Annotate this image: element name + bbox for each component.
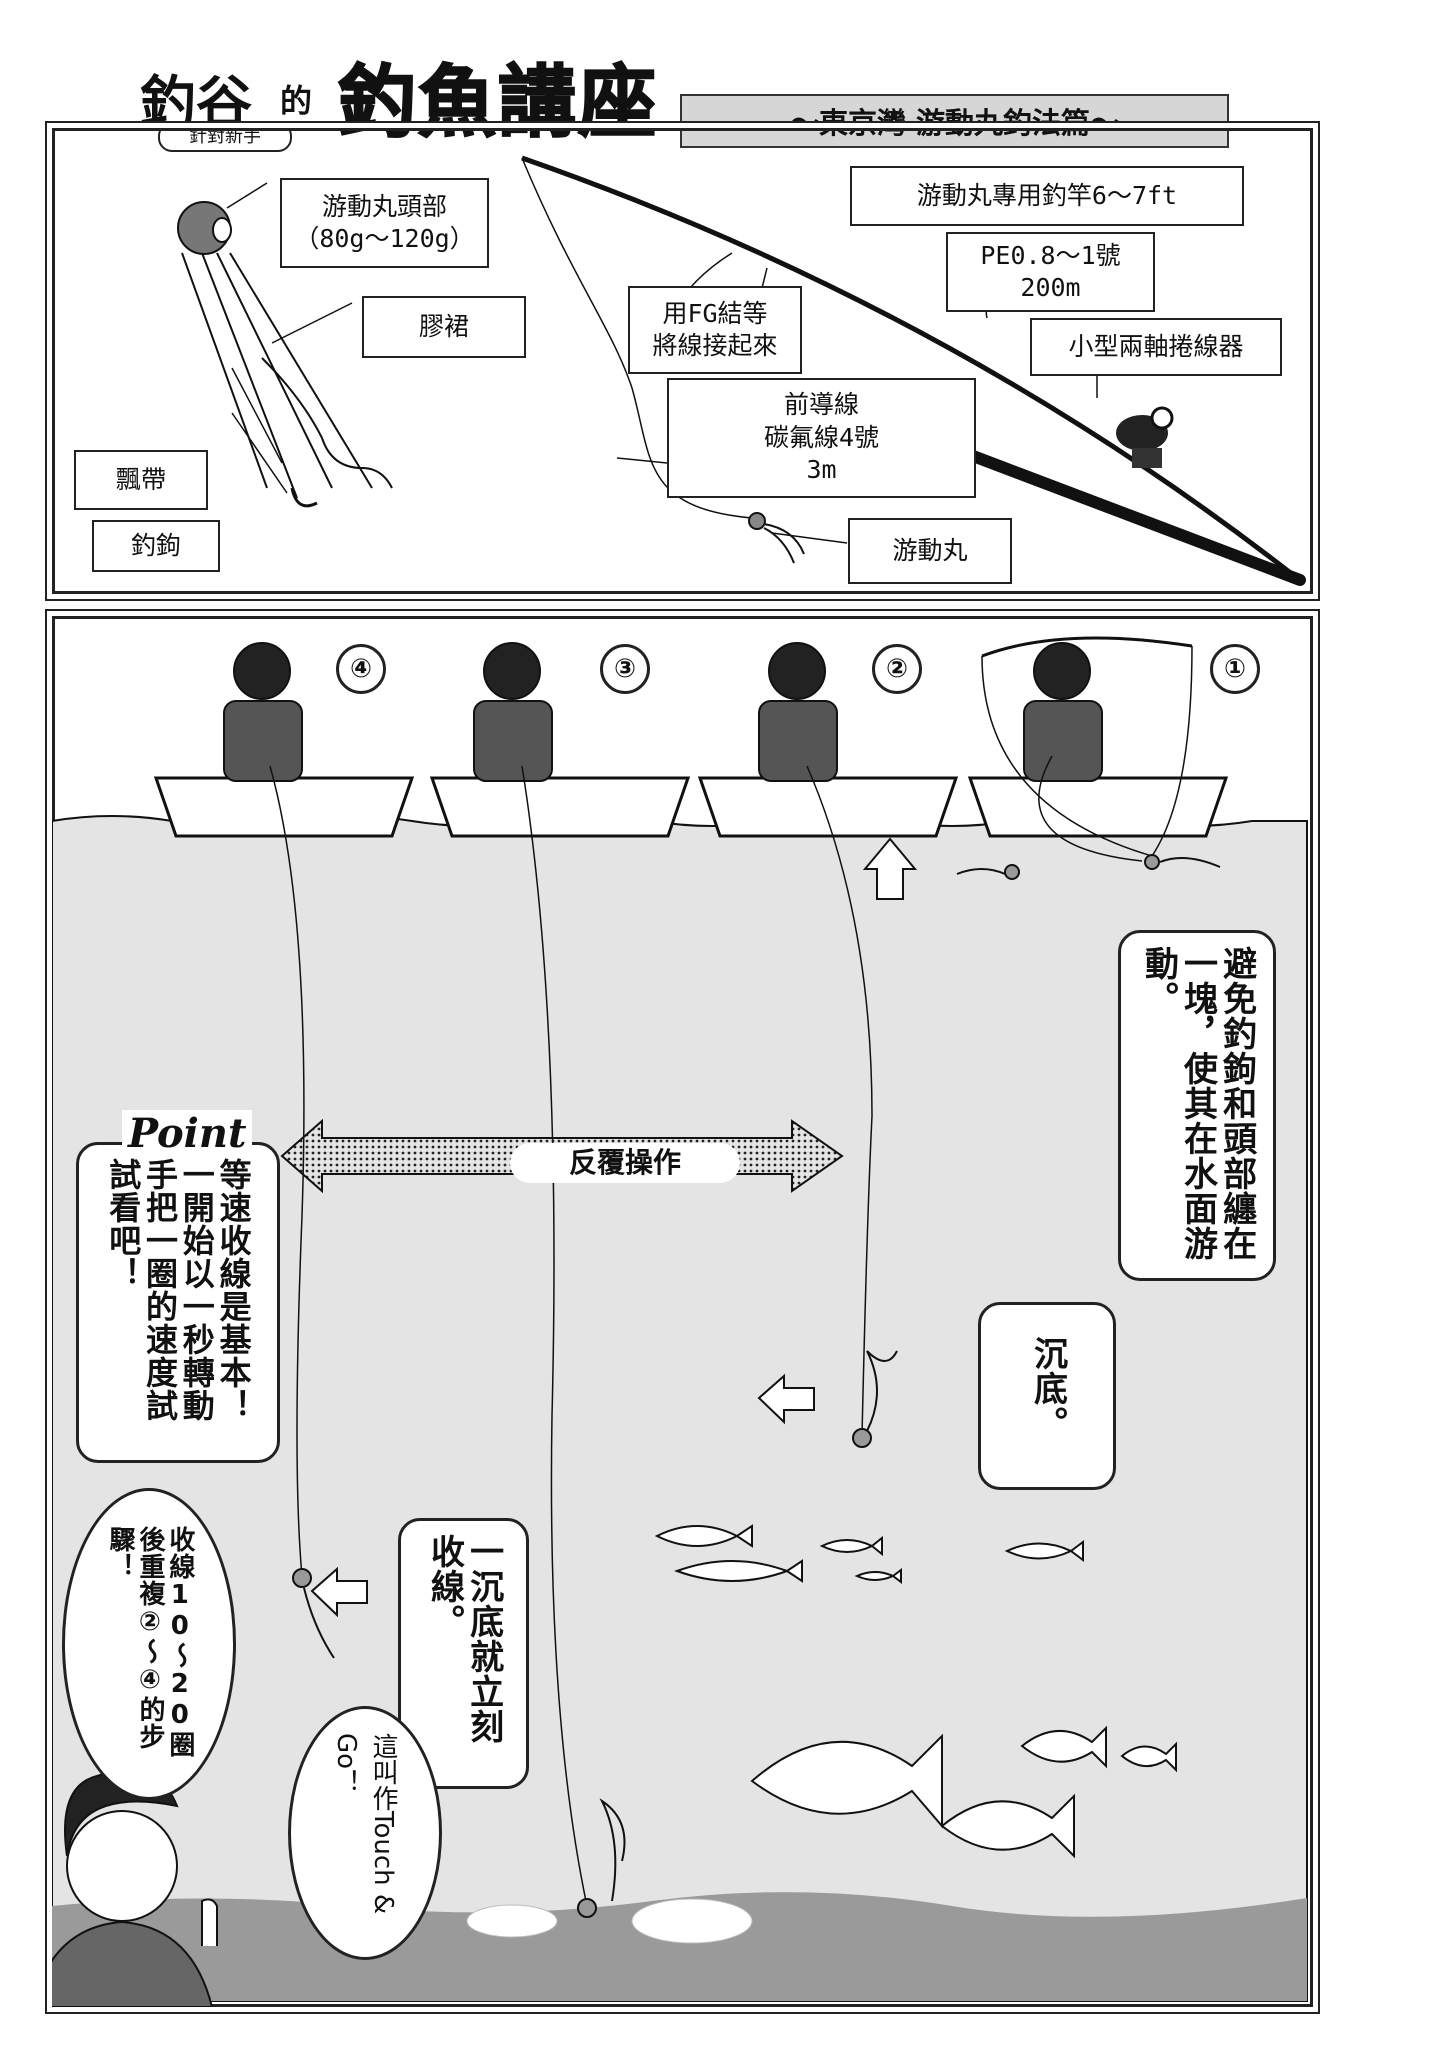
title-particle: 的 xyxy=(280,82,313,120)
lure-step-2-icon xyxy=(852,1350,898,1448)
label-knot: 用FG結等 將線接起來 xyxy=(628,286,802,374)
repeat-label: 反覆操作 xyxy=(510,1143,740,1183)
reel-icon xyxy=(1116,406,1174,468)
note-step-1: 避免釣鉤和頭部纏在一塊，使其在水面游動。 xyxy=(1118,930,1276,1281)
repeat-steps-note: 收線10～20圈後重複②～④的步驟！ xyxy=(62,1488,236,1800)
step-number-3: ③ xyxy=(600,644,650,694)
label-leader: 前導線 碳氟線4號 3m xyxy=(667,378,976,498)
line-step-2 xyxy=(806,765,873,1437)
lure-step-3-icon xyxy=(577,1798,626,1918)
touch-and-go-note: 這叫作Touch & Go！ xyxy=(288,1706,442,1960)
subtitle-text: ～東京灣 游動丸釣法篇～ xyxy=(789,106,1120,140)
step-number-1: ① xyxy=(1210,644,1260,694)
note-step-2: 沉底。 xyxy=(978,1302,1116,1490)
label-skirt: 膠裙 xyxy=(362,296,526,358)
line-step-3 xyxy=(521,765,588,1907)
gear-panel xyxy=(52,128,1313,594)
lure-step-4-icon xyxy=(292,1568,335,1659)
step-number-2: ② xyxy=(872,644,922,694)
boats xyxy=(153,776,1229,838)
surface-lure-icon xyxy=(956,854,1221,880)
anglers xyxy=(223,642,1103,782)
label-streamer: 飄帶 xyxy=(74,450,208,510)
note-step-3: 一沉底就立刻收線。 xyxy=(398,1518,529,1789)
subtitle-banner: ～東京灣 游動丸釣法篇～ xyxy=(680,94,1229,148)
label-hook: 釣鉤 xyxy=(92,520,220,572)
fishing-rod xyxy=(521,155,1299,580)
label-line: PE0.8～1號 200m xyxy=(946,232,1155,312)
point-note: 等速收線是基本！一開始以一秒轉動手把一圈的速度試試看吧！ xyxy=(76,1142,280,1463)
point-label: Point xyxy=(122,1110,253,1157)
step-number-4: ④ xyxy=(336,644,386,694)
header-title: 釣谷 的 釣魚講座 針對新手 xyxy=(130,18,690,152)
label-rod: 游動丸專用釣竿6～7ft xyxy=(850,166,1244,226)
small-lure-icon xyxy=(748,512,805,564)
course-title: 釣魚講座 xyxy=(337,56,659,149)
underwater-scene xyxy=(52,636,1308,2007)
label-lure: 游動丸 xyxy=(848,518,1012,584)
label-lure-head: 游動丸頭部 （80g～120g） xyxy=(280,178,489,268)
fish-school xyxy=(654,1524,1177,1859)
line-step-4 xyxy=(269,765,305,1577)
beginner-badge: 針對新手 xyxy=(158,122,292,152)
lure-head-icon xyxy=(177,201,393,508)
gear-illustration xyxy=(177,155,1306,586)
label-reel: 小型兩軸捲線器 xyxy=(1030,318,1282,376)
